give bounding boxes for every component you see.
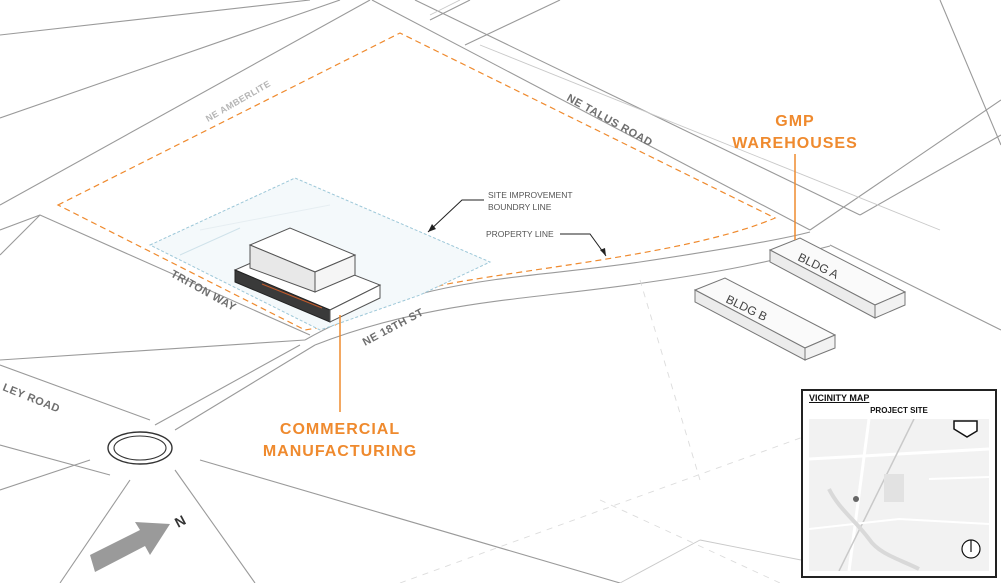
- commercial-label-line2: MANUFACTURING: [263, 443, 417, 460]
- vicinity-map-inset: VICINITY MAP PROJECT SITE: [801, 389, 997, 578]
- gmp-label-line1: GMP: [775, 113, 814, 130]
- site-improvement-label-line2: BOUNDRY LINE: [488, 202, 552, 212]
- vicinity-map-graphic: [809, 419, 989, 571]
- commercial-label-line1: COMMERCIAL: [280, 421, 400, 438]
- vicinity-map-subtitle: PROJECT SITE: [870, 406, 928, 415]
- street-label-ne-amberlite: NE AMBERLITE: [204, 78, 272, 123]
- gmp-warehouses-callout: GMP WAREHOUSES: [732, 113, 858, 240]
- site-improvement-callout: SITE IMPROVEMENT BOUNDRY LINE: [427, 190, 573, 233]
- gmp-label-line2: WAREHOUSES: [732, 135, 858, 152]
- warehouse-bldg-a: [768, 237, 907, 319]
- north-arrow-icon: [90, 522, 170, 572]
- project-site-marker-icon: [953, 420, 978, 438]
- commercial-manufacturing-callout: COMMERCIAL MANUFACTURING: [263, 315, 417, 460]
- location-pin-icon: [853, 496, 859, 502]
- street-label-valley-road: LEY ROAD: [1, 382, 62, 416]
- site-improvement-label-line1: SITE IMPROVEMENT: [488, 190, 573, 200]
- north-arrow-label: N: [172, 512, 188, 531]
- property-line-label: PROPERTY LINE: [486, 229, 554, 239]
- commercial-manufacturing-building: [179, 204, 382, 323]
- north-arrow: N: [90, 512, 188, 572]
- warehouse-bldg-b: [693, 277, 837, 361]
- roundabout: [107, 431, 173, 465]
- property-line-callout: PROPERTY LINE: [486, 229, 607, 257]
- vicinity-map-title: VICINITY MAP: [809, 393, 870, 403]
